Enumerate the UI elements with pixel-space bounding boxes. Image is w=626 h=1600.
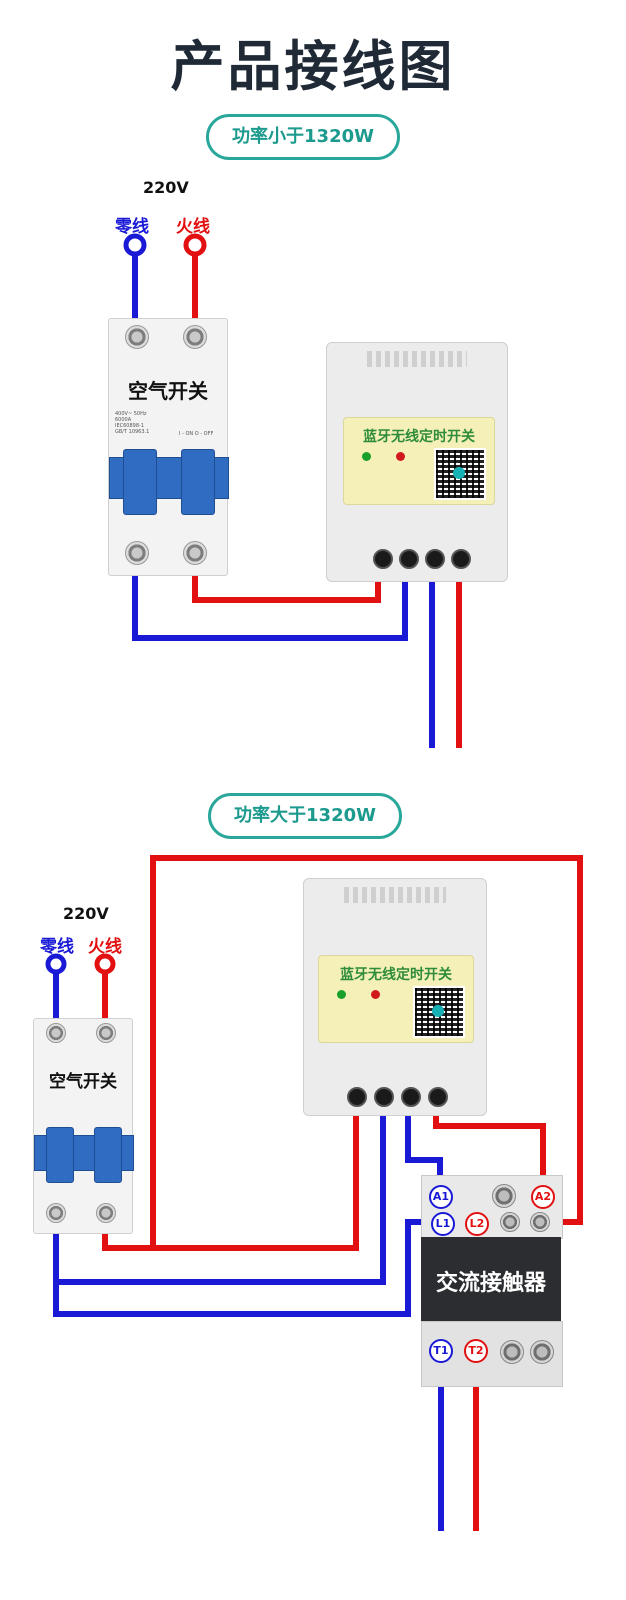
terminal-icon bbox=[428, 1087, 448, 1107]
section1-voltage: 220V bbox=[143, 178, 189, 197]
screw-icon bbox=[500, 1340, 524, 1364]
breaker-toggle bbox=[46, 1127, 74, 1183]
terminal-icon bbox=[374, 1087, 394, 1107]
section1-breaker: 空气开关 400V~ 50Hz 6000A IEC60898-1 GB/T 10… bbox=[108, 318, 229, 576]
terminal-icon bbox=[373, 549, 393, 569]
section1-live-label: 火线 bbox=[176, 217, 210, 237]
vent-grille bbox=[367, 351, 467, 367]
section2-breaker-label: 空气开关 bbox=[49, 1072, 117, 1092]
screw-icon bbox=[492, 1184, 516, 1208]
section1-breaker-label: 空气开关 bbox=[128, 379, 208, 403]
wire-caps bbox=[45, 233, 207, 975]
led-icon bbox=[337, 990, 346, 999]
section2-label: 功率大于1320W bbox=[208, 793, 402, 839]
s2-live-to-timer bbox=[102, 1105, 359, 1251]
screw-icon bbox=[530, 1340, 554, 1364]
terminal-icon bbox=[399, 549, 419, 569]
qr-logo-icon bbox=[432, 1005, 444, 1017]
section1-label: 功率小于1320W bbox=[206, 114, 400, 160]
terminal-icon bbox=[347, 1087, 367, 1107]
breaker-toggle bbox=[123, 449, 157, 515]
section1-timer-switch: 蓝牙无线定时开关 bbox=[326, 342, 508, 582]
section2-neutral-label: 零线 bbox=[40, 937, 74, 957]
ac-contactor: 交流接触器 A1 A2 L1 L2 T1 T2 bbox=[421, 1175, 563, 1387]
screw-icon bbox=[125, 325, 149, 349]
screw-icon bbox=[46, 1023, 66, 1043]
screw-icon bbox=[96, 1203, 116, 1223]
section1-wires bbox=[132, 249, 462, 748]
led-icon bbox=[396, 452, 405, 461]
terminal-a1: A1 bbox=[429, 1185, 453, 1209]
s2-a1 bbox=[405, 1105, 443, 1188]
terminal-l1: L1 bbox=[431, 1212, 455, 1236]
screw-icon bbox=[183, 541, 207, 565]
s1-neutral-to-timer bbox=[132, 562, 408, 641]
terminal-l2: L2 bbox=[465, 1212, 489, 1236]
breaker-toggle bbox=[181, 449, 215, 515]
section1-breaker-onoff: I - ON O - OFF bbox=[179, 431, 214, 437]
section1-timer-panel: 蓝牙无线定时开关 bbox=[343, 417, 495, 505]
vent-grille bbox=[344, 887, 446, 903]
terminal-t2: T2 bbox=[464, 1339, 488, 1363]
screw-icon bbox=[46, 1203, 66, 1223]
qr-logo-icon bbox=[453, 467, 465, 479]
led-icon bbox=[371, 990, 380, 999]
section2-breaker: 空气开关 bbox=[33, 1018, 134, 1234]
section1-breaker-specs: 400V~ 50Hz 6000A IEC60898-1 GB/T 10963.1 bbox=[115, 411, 150, 435]
terminal-icon bbox=[401, 1087, 421, 1107]
screw-icon bbox=[183, 325, 207, 349]
qr-code-icon bbox=[413, 986, 465, 1038]
s2-a2 bbox=[433, 1105, 546, 1188]
s2-neutral-to-l1 bbox=[53, 1219, 433, 1317]
section2-timer-switch: 蓝牙无线定时开关 bbox=[303, 878, 487, 1116]
terminal-t1: T1 bbox=[429, 1339, 453, 1363]
terminal-icon bbox=[425, 549, 445, 569]
breaker-toggle bbox=[94, 1127, 122, 1183]
led-icon bbox=[362, 452, 371, 461]
section2-live-label: 火线 bbox=[88, 937, 122, 957]
contactor-bottom bbox=[421, 1321, 563, 1387]
section2-timer-title: 蓝牙无线定时开关 bbox=[340, 967, 452, 983]
terminal-a2: A2 bbox=[531, 1185, 555, 1209]
contactor-label: 交流接触器 bbox=[435, 1271, 546, 1296]
contactor-body: 交流接触器 bbox=[421, 1237, 561, 1321]
screw-icon bbox=[500, 1212, 520, 1232]
s1-live-to-timer bbox=[192, 562, 381, 603]
screw-icon bbox=[530, 1212, 550, 1232]
s2-neutral-to-timer bbox=[53, 1105, 386, 1285]
section2-voltage: 220V bbox=[63, 904, 109, 923]
screw-icon bbox=[96, 1023, 116, 1043]
page-title: 产品接线图 bbox=[170, 35, 456, 98]
section2-timer-panel: 蓝牙无线定时开关 bbox=[318, 955, 474, 1043]
terminal-icon bbox=[451, 549, 471, 569]
section1-neutral-label: 零线 bbox=[115, 217, 149, 237]
section1-timer-title: 蓝牙无线定时开关 bbox=[363, 429, 475, 445]
screw-icon bbox=[125, 541, 149, 565]
